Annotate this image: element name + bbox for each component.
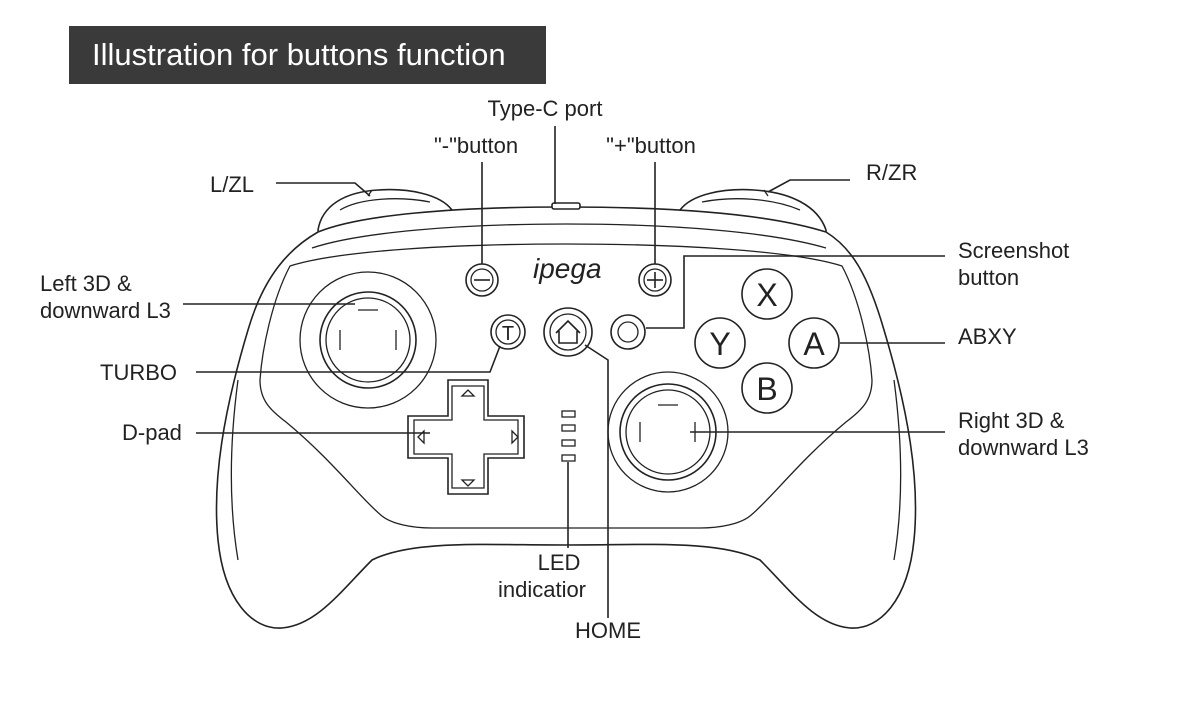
label-dpad: D-pad — [122, 420, 182, 445]
screenshot-button — [610, 314, 646, 350]
label-lzl: L/ZL — [210, 172, 254, 197]
turbo-leader — [196, 345, 501, 373]
left-stick — [299, 271, 437, 409]
label-abxy: ABXY — [958, 324, 1017, 349]
face-plate — [259, 243, 873, 529]
dpad-left-arrow — [417, 429, 425, 445]
right-grip-line — [893, 379, 902, 561]
page-title: Illustration for buttons function — [69, 26, 546, 84]
d-pad — [407, 379, 525, 495]
turbo-glyph: T — [502, 323, 514, 345]
label-typec: Type-C port — [488, 96, 603, 121]
minus-button — [465, 263, 499, 297]
label-home: HOME — [575, 618, 641, 643]
dpad-up-arrow — [460, 389, 476, 397]
button-y-label: Y — [709, 326, 730, 362]
button-x-label: X — [756, 277, 777, 313]
label-right3d-line2: downward L3 — [958, 435, 1089, 460]
label-right3d-line1: Right 3D & — [958, 408, 1065, 433]
screenshot-leader — [646, 255, 945, 329]
label-minus: "-"button — [434, 133, 518, 158]
dpad-down-arrow — [460, 479, 476, 487]
home-button — [543, 307, 593, 357]
rzr-leader — [767, 179, 850, 193]
dpad-right-arrow — [511, 429, 519, 445]
label-led-line2: indicatior — [498, 577, 586, 602]
button-x: X — [741, 268, 793, 320]
label-plus: "+"button — [606, 133, 696, 158]
button-b: B — [741, 362, 793, 414]
body-ridge — [311, 223, 827, 249]
type-c-port — [551, 202, 581, 210]
led-indicators — [561, 410, 576, 462]
label-screenshot-line2: button — [958, 265, 1019, 290]
button-b-label: B — [756, 371, 777, 407]
left-grip-line — [230, 379, 239, 561]
home-icon — [555, 319, 581, 344]
leader-lines — [183, 126, 945, 618]
label-rzr: R/ZR — [866, 160, 917, 185]
lzl-leader — [276, 182, 371, 197]
label-left3d-line2: downward L3 — [40, 298, 171, 323]
button-y: Y — [694, 317, 746, 369]
home-leader — [584, 344, 609, 618]
label-left3d-line1: Left 3D & — [40, 271, 132, 296]
label-screenshot-line1: Screenshot — [958, 238, 1069, 263]
button-a: A — [788, 317, 840, 369]
plus-button — [638, 263, 672, 297]
turbo-button: T — [490, 314, 526, 350]
button-a-label: A — [803, 326, 825, 362]
brand-logo: ipega — [533, 253, 602, 284]
label-turbo: TURBO — [100, 360, 177, 385]
label-led-line1: LED — [538, 550, 581, 575]
